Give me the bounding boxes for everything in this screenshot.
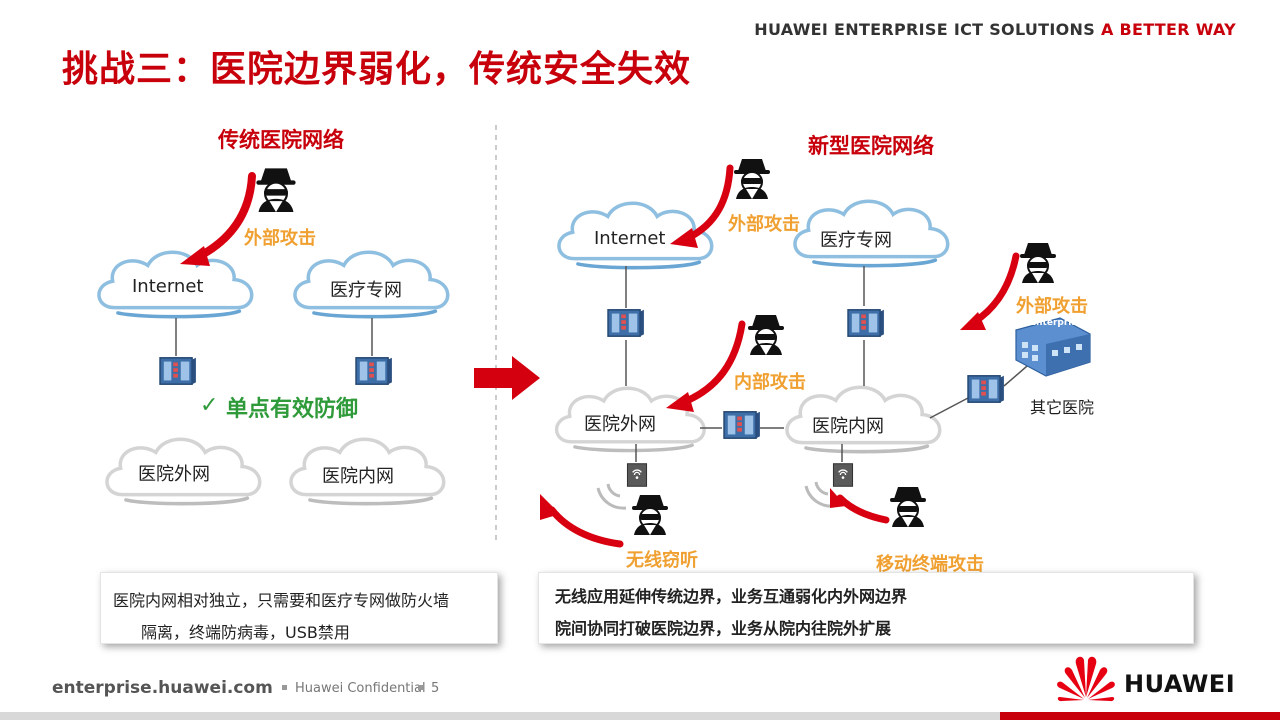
hacker-icon — [746, 313, 786, 356]
bullet-icon — [282, 685, 287, 690]
right-link-7 — [929, 397, 969, 419]
mobile-attack-label: 移动终端攻击 — [876, 554, 984, 575]
firewall-icon — [355, 357, 392, 385]
right-description-line2: 院间协同打破医院边界，业务从院内往院外扩展 — [555, 619, 892, 638]
arrowhead-icon — [540, 228, 986, 520]
wireless-sniff-label: 无线窃听 — [626, 550, 698, 571]
transition-arrow-icon — [474, 356, 540, 400]
left-section-title: 传统医院网络 — [218, 128, 344, 152]
bottom-bar — [0, 712, 1280, 720]
right-outer-label: 医院外网 — [584, 414, 656, 435]
right-inner-label: 医院内网 — [812, 416, 884, 437]
tagline-accent: A BETTER WAY — [1100, 20, 1236, 39]
right-section-title: 新型医院网络 — [808, 134, 934, 158]
right-description-line1: 无线应用延伸传统边界，业务互通弱化内外网边界 — [555, 587, 908, 606]
firewall-icon — [159, 357, 196, 385]
page-number-text: 5 — [431, 681, 440, 696]
hacker-icon — [255, 167, 297, 212]
left-description-box: 医院内网相对独立，只需要和医疗专网做防火墙 隔离，终端防病毒，USB禁用 — [100, 572, 498, 644]
firewall-icon — [967, 375, 1004, 403]
left-attack-label: 外部攻击 — [244, 228, 316, 249]
other-hospital-label: 其它医院 — [1030, 398, 1095, 417]
hacker-icon — [630, 493, 670, 536]
left-medical-net-label: 医疗专网 — [330, 280, 402, 301]
left-description-line2: 隔离，终端防病毒，USB禁用 — [141, 623, 350, 642]
bullet-icon — [418, 685, 423, 690]
checkmark-icon: ✓ — [200, 393, 218, 418]
footer-site: enterprise.huawei.com — [52, 678, 273, 698]
page-number: 5 — [418, 681, 439, 696]
firewall-icon — [723, 411, 760, 439]
right-attack-external-2: 外部攻击 — [1016, 296, 1088, 317]
wifi-ap-icon — [832, 463, 854, 487]
footer-confidential-text: Huawei Confidential — [295, 681, 426, 696]
right-medical-net-label: 医疗专网 — [820, 230, 892, 251]
arrowhead-icon — [180, 246, 210, 266]
page-title: 挑战三：医院边界弱化，传统安全失效 — [62, 49, 692, 90]
bottom-bar-accent — [1000, 712, 1280, 720]
firewall-icon — [847, 309, 884, 337]
footer-confidential: Huawei Confidential — [282, 681, 426, 696]
right-attack-external-1: 外部攻击 — [728, 214, 800, 235]
tagline-main: HUAWEI ENTERPRISE ICT SOLUTIONS — [754, 20, 1096, 39]
left-attack-arrow — [192, 172, 256, 262]
single-point-defense-label: 单点有效防御 — [226, 397, 359, 422]
building-label: Enterprise — [1030, 318, 1083, 328]
left-internet-label: Internet — [132, 276, 204, 297]
hacker-icon — [1018, 241, 1058, 284]
header-tagline: HUAWEI ENTERPRISE ICT SOLUTIONS A BETTER… — [754, 20, 1236, 39]
hacker-icon — [888, 485, 928, 528]
huawei-brand-text: HUAWEI — [1124, 670, 1236, 698]
left-outer-label: 医院外网 — [138, 464, 210, 485]
firewall-icon — [607, 309, 644, 337]
hacker-icon — [732, 157, 772, 200]
right-description-box: 无线应用延伸传统边界，业务互通弱化内外网边界 院间协同打破医院边界，业务从院内往… — [538, 572, 1194, 644]
wifi-ap-icon — [626, 463, 648, 487]
right-attack-internal: 内部攻击 — [734, 372, 806, 393]
right-internet-label: Internet — [594, 228, 666, 249]
left-description-line1: 医院内网相对独立，只需要和医疗专网做防火墙 — [113, 591, 450, 610]
building-icon — [1015, 317, 1091, 377]
left-inner-label: 医院内网 — [322, 466, 394, 487]
